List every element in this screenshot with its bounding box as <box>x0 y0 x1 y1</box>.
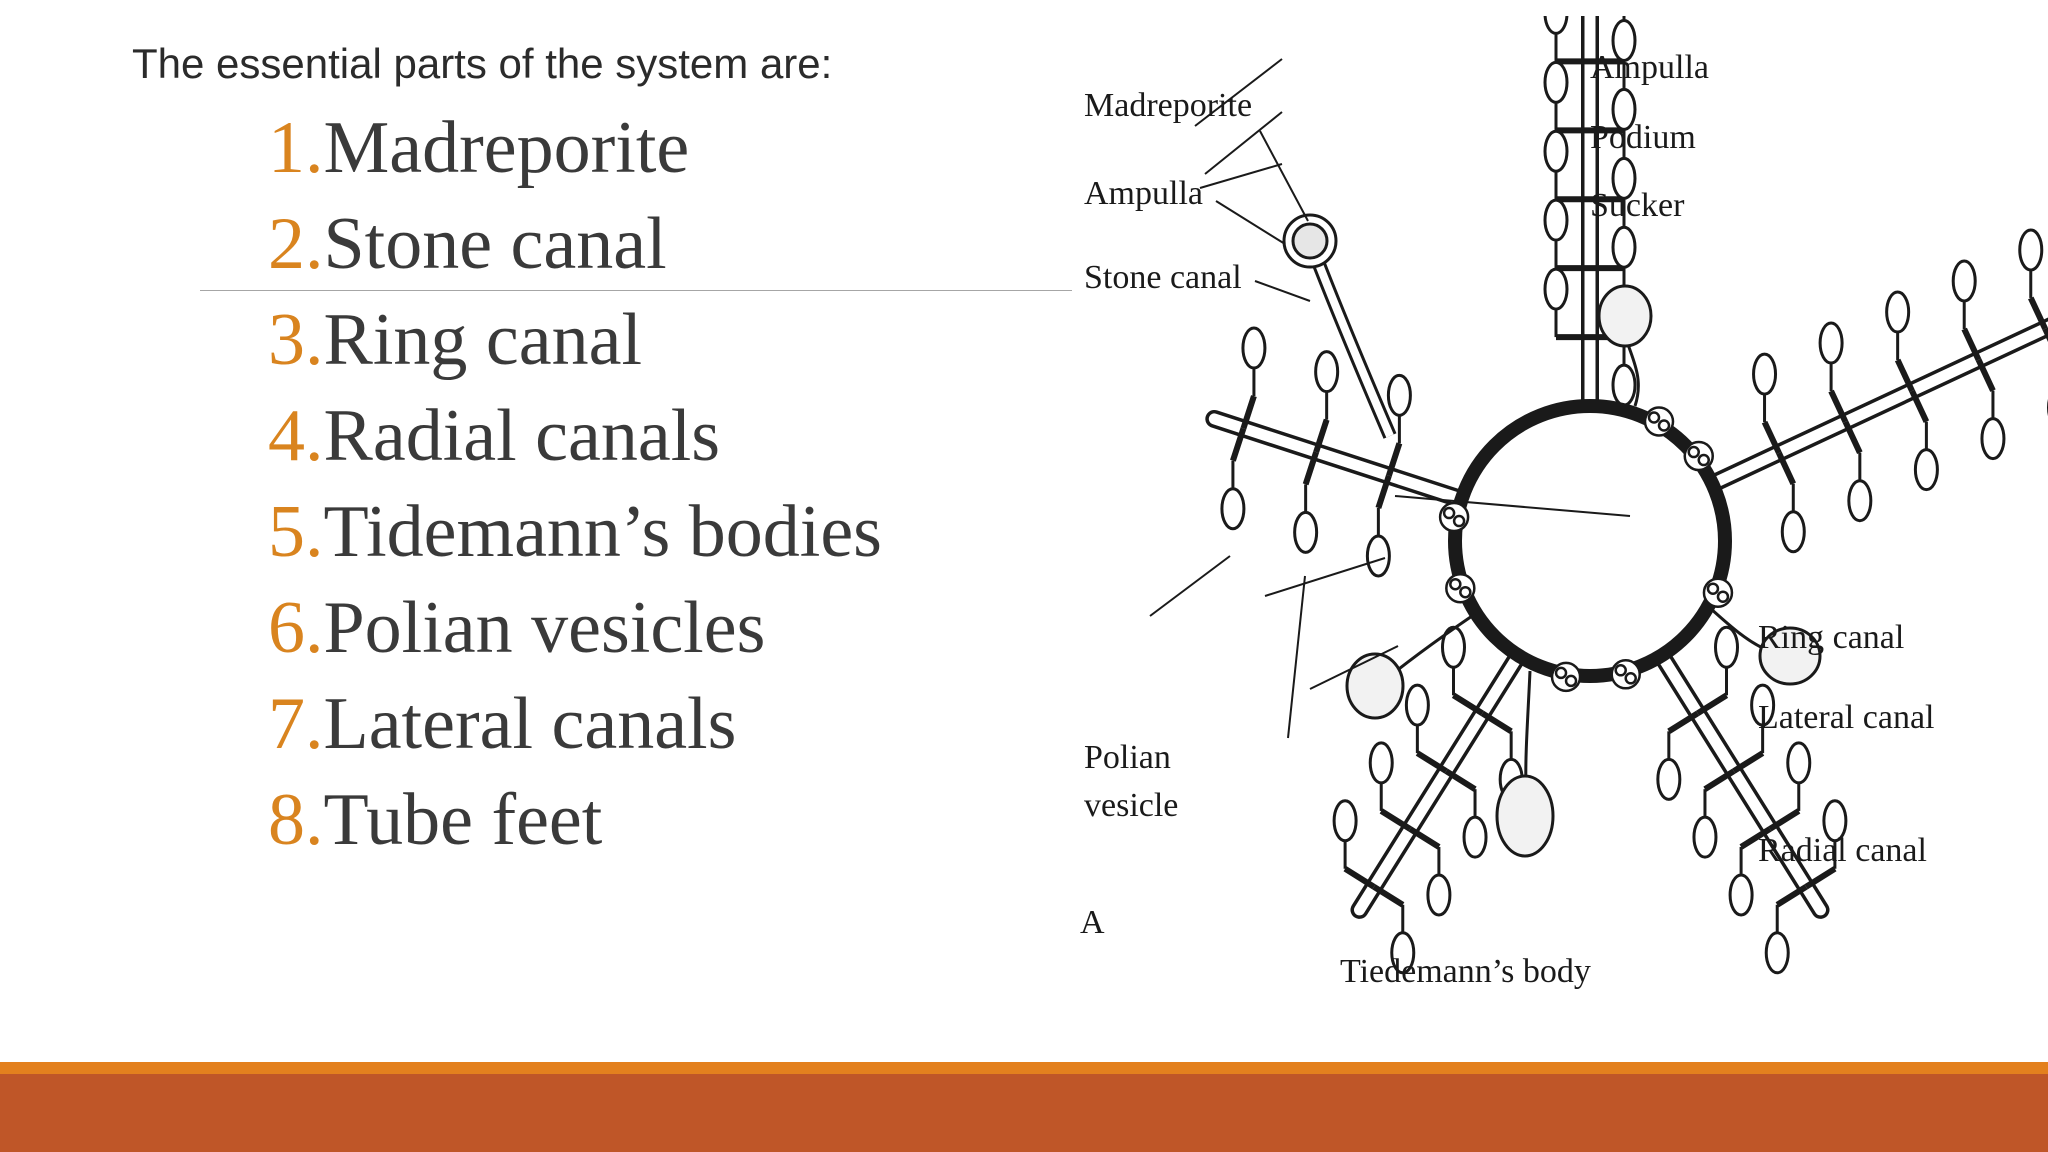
ampulla-bulb <box>1613 227 1635 267</box>
list-number: 2. <box>268 203 324 285</box>
label-sucker: Sucker <box>1590 187 1685 224</box>
ampulla-bulb <box>1915 450 1937 490</box>
ampulla-bulb <box>1730 875 1752 915</box>
ampulla-bulb <box>1243 328 1265 368</box>
ampulla-bulb <box>1766 933 1788 973</box>
ampulla-bulb <box>1545 200 1567 240</box>
tiedemann-lobe <box>1659 420 1669 430</box>
tiedemann-lobe <box>1626 673 1636 683</box>
list-label: Stone canal <box>324 203 667 285</box>
ampulla-bulb <box>1716 627 1738 667</box>
diagram-madreporite <box>1284 215 1390 436</box>
tiedemann-lobe <box>1460 587 1470 597</box>
list-number: 7. <box>268 683 324 765</box>
ampulla-bulb <box>1464 817 1486 857</box>
list-item: 3.Ring canal <box>268 292 882 388</box>
tiedemann-lobe <box>1616 665 1626 675</box>
label-stone-canal: Stone canal <box>1084 259 1242 296</box>
tiedemann-lobe <box>1566 676 1576 686</box>
ampulla-bulb <box>1887 292 1909 332</box>
water-vascular-diagram: Madreporite Ampulla Stone canal Ampulla … <box>1070 16 2048 1016</box>
list-item: 6.Polian vesicles <box>268 580 882 676</box>
ampulla-bulb <box>1953 261 1975 301</box>
tiedemann-lobe <box>1649 412 1659 422</box>
list-number: 8. <box>268 779 324 861</box>
ampulla-bulb <box>1754 354 1776 394</box>
list-number: 4. <box>268 395 324 477</box>
tiedemann-lobe <box>1556 668 1566 678</box>
footer-bar <box>0 1074 2048 1152</box>
label-ampulla-left: Ampulla <box>1084 175 1203 212</box>
list-item: 7.Lateral canals <box>268 676 882 772</box>
tiedemann-lobe <box>1454 516 1464 526</box>
tiedemann-lobe <box>1708 584 1718 594</box>
tiedemann-lobe <box>1689 447 1699 457</box>
list-number: 1. <box>268 107 324 189</box>
intro-text: The essential parts of the system are: <box>132 40 832 88</box>
list-item: 4.Radial canals <box>268 388 882 484</box>
ampulla-bulb <box>1658 759 1680 799</box>
list-label: Tube feet <box>324 779 603 861</box>
tiedemann-lobe <box>1699 455 1709 465</box>
list-item: 8.Tube feet <box>268 772 882 868</box>
ampulla-bulb <box>2020 230 2042 270</box>
ampulla-bulb <box>1388 375 1410 415</box>
radial-canal-lumen <box>1214 419 1461 499</box>
ampulla-bulb <box>1367 536 1389 576</box>
list-number: 3. <box>268 299 324 381</box>
ampulla-bulb <box>1545 16 1567 33</box>
ampulla-bulb <box>1545 62 1567 102</box>
list-item: 1.Madreporite <box>268 100 882 196</box>
tiedemann-lobe <box>1718 592 1728 602</box>
ampulla-bulb <box>1982 419 2004 459</box>
list-label: Madreporite <box>324 107 690 189</box>
list-label: Radial canals <box>324 395 721 477</box>
parts-list: 1.Madreporite 2.Stone canal 3.Ring canal… <box>268 100 882 868</box>
ampulla-bulb <box>1545 131 1567 171</box>
list-label: Tidemann’s bodies <box>324 491 882 573</box>
ampulla-bulb <box>1428 875 1450 915</box>
label-polian-line2: vesicle <box>1084 787 1178 824</box>
ampulla-bulb <box>1222 489 1244 529</box>
ampulla-bulb <box>1820 323 1842 363</box>
ampulla-bulb <box>1295 512 1317 552</box>
ampulla-bulb <box>1545 269 1567 309</box>
label-ring-canal: Ring canal <box>1758 619 1904 656</box>
diagram-ring-canal <box>1455 406 1725 676</box>
list-item: 2.Stone canal <box>268 196 882 292</box>
label-tiedemann: Tiedemann’s body <box>1340 953 1591 990</box>
label-podium: Podium <box>1590 119 1696 156</box>
ampulla-bulb <box>1406 685 1428 725</box>
label-polian-line1: Polian <box>1084 739 1171 776</box>
tiedemann-lobe <box>1444 508 1454 518</box>
ampulla-bulb <box>1370 743 1392 783</box>
list-number: 6. <box>268 587 324 669</box>
label-madreporite: Madreporite <box>1084 87 1252 124</box>
ampulla-bulb <box>1849 481 1871 521</box>
ampulla-bulb <box>1613 365 1635 405</box>
label-ampulla-right: Ampulla <box>1590 49 1709 86</box>
footer-accent-bar <box>0 1062 2048 1074</box>
ampulla-bulb <box>1316 352 1338 392</box>
label-lateral-canal: Lateral canal <box>1758 699 1934 736</box>
list-item: 5.Tidemann’s bodies <box>268 484 882 580</box>
label-panel-a: A <box>1080 904 1105 941</box>
list-label: Ring canal <box>324 299 643 381</box>
list-label: Polian vesicles <box>324 587 766 669</box>
ampulla-bulb <box>1782 512 1804 552</box>
list-number: 5. <box>268 491 324 573</box>
ampulla-bulb <box>1694 817 1716 857</box>
list-label: Lateral canals <box>324 683 737 765</box>
ampulla-bulb <box>1788 743 1810 783</box>
tiedemann-lobe <box>1450 579 1460 589</box>
label-radial-canal: Radial canal <box>1758 832 1927 869</box>
ampulla-bulb <box>1334 801 1356 841</box>
